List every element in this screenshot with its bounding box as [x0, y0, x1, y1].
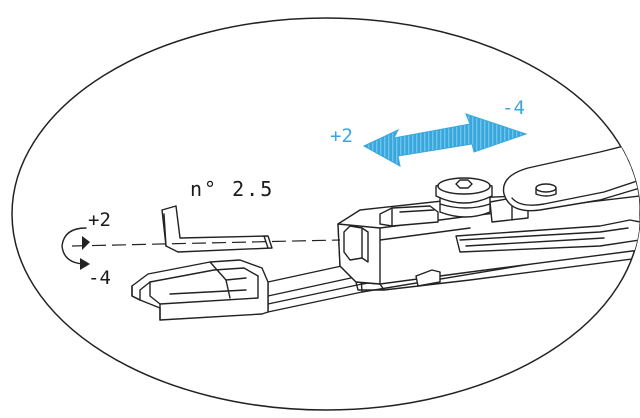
key-size-label: n° 2.5 [190, 177, 274, 201]
allen-key-icon [161, 205, 273, 253]
clip-part [131, 259, 269, 321]
double-arrow-icon [362, 113, 528, 167]
rotate-minus-label: -4 [88, 267, 111, 289]
slide-minus-label: -4 [502, 97, 525, 119]
rotate-plus-label: +2 [88, 209, 111, 231]
detail-ellipse [11, 17, 640, 411]
hex-screw [435, 177, 493, 218]
lever-arm [502, 141, 640, 212]
slide-plus-label: +2 [330, 125, 353, 147]
circular-arrow-icon [61, 227, 90, 270]
axis-dashed-line [71, 239, 341, 247]
